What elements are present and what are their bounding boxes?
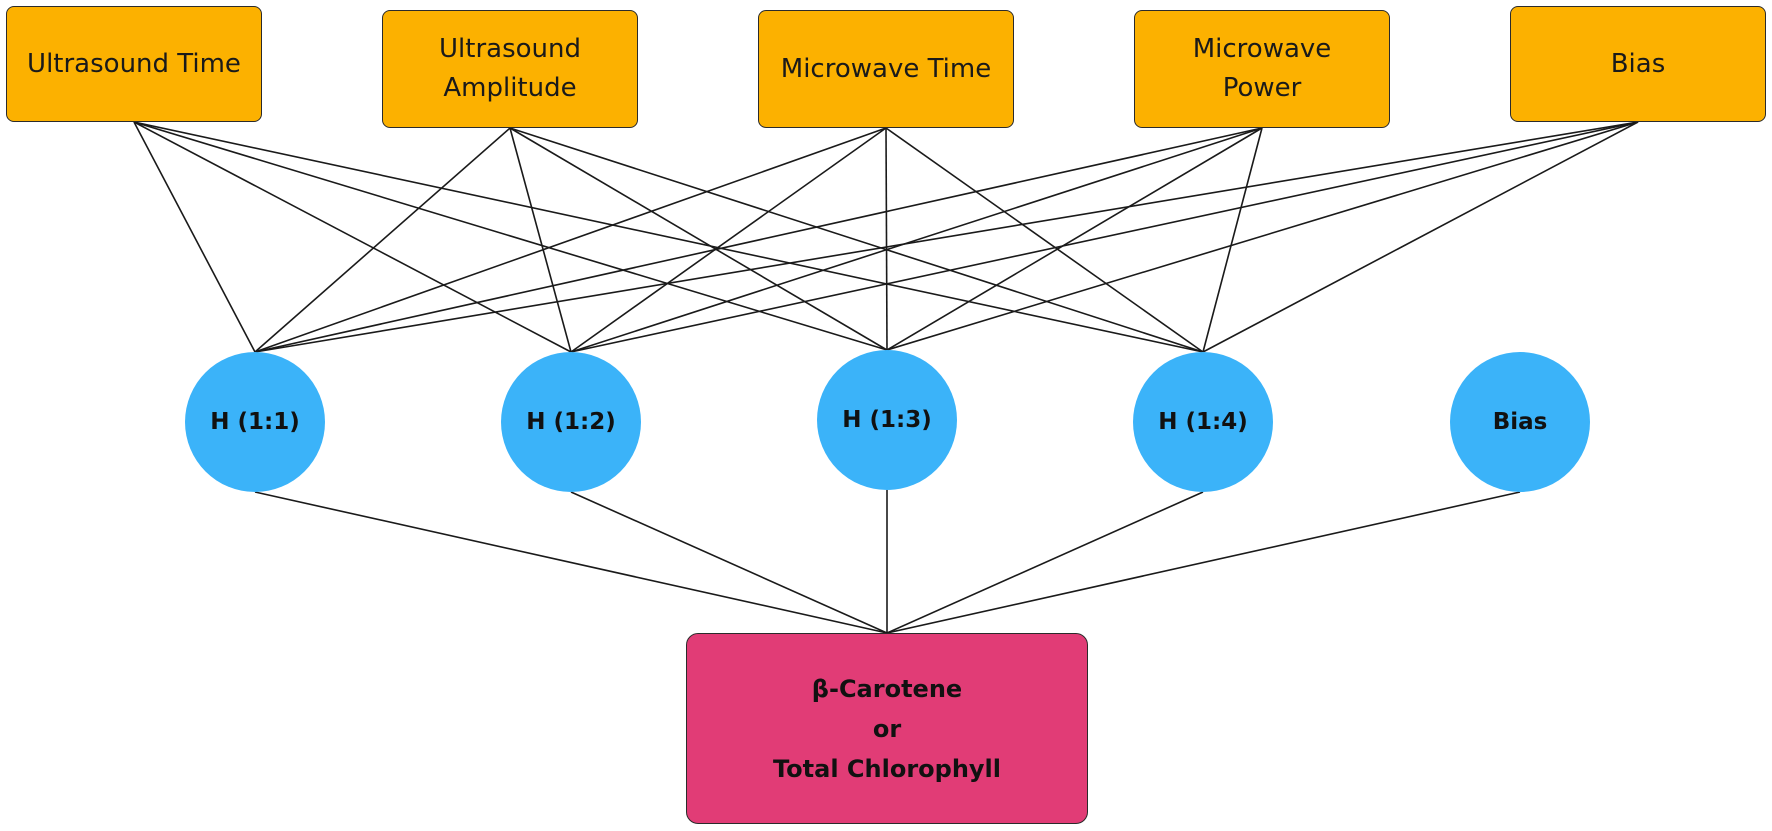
input-node-label: Ultrasound Time: [27, 48, 241, 79]
edge-input-3-to-hidden-1: [254, 127, 887, 353]
hidden-node-h11: H (1:1): [185, 352, 325, 492]
hidden-node-label: Bias: [1492, 409, 1548, 435]
edge-input-5-to-hidden-2: [570, 121, 1639, 353]
edge-input-1-to-hidden-1: [133, 121, 256, 353]
edge-input-4-to-hidden-2: [570, 127, 1263, 353]
input-node-label: Microwave Time: [780, 53, 992, 84]
edge-hidden-4-to-output: [886, 491, 1204, 634]
input-node-ultrasound-time: Ultrasound Time: [6, 6, 262, 122]
edge-input-2-to-hidden-4: [509, 127, 1204, 353]
input-node-label: Bias: [1610, 48, 1666, 79]
hidden-node-label: H (1:4): [1158, 409, 1248, 435]
edge-input-2-to-hidden-2: [509, 127, 572, 353]
edge-input-1-to-hidden-2: [133, 121, 572, 353]
edge-input-3-to-hidden-4: [885, 127, 1204, 353]
edge-input-4-to-hidden-1: [254, 127, 1263, 353]
input-node-label: Microwave Power: [1192, 34, 1332, 103]
hidden-node-label: H (1:1): [210, 409, 300, 435]
edge-input-5-to-hidden-4: [1202, 121, 1639, 353]
edge-input-5-to-hidden-1: [254, 121, 1639, 353]
edge-input-4-to-hidden-4: [1202, 127, 1263, 353]
hidden-node-h12: H (1:2): [501, 352, 641, 492]
edge-input-1-to-hidden-4: [133, 121, 1204, 353]
edge-hidden-2-to-output: [570, 491, 888, 634]
edge-input-2-to-hidden-3: [509, 127, 888, 351]
hidden-node-label: H (1:2): [526, 409, 616, 435]
edge-input-3-to-hidden-2: [570, 127, 887, 353]
hidden-node-bias: Bias: [1450, 352, 1590, 492]
edge-input-1-to-hidden-3: [133, 121, 888, 351]
output-line-total-chlorophyll: Total Chlorophyll: [772, 754, 1002, 783]
input-node-label: Ultrasound Amplitude: [439, 34, 581, 103]
output-node: β-Carotene or Total Chlorophyll: [686, 633, 1088, 824]
output-line-or: or: [872, 714, 902, 743]
hidden-node-h13: H (1:3): [817, 350, 957, 490]
input-node-microwave-time: Microwave Time: [758, 10, 1014, 128]
edge-hidden-1-to-output: [254, 491, 888, 634]
input-node-bias: Bias: [1510, 6, 1766, 122]
input-node-microwave-power: Microwave Power: [1134, 10, 1390, 128]
edge-input-2-to-hidden-1: [254, 127, 511, 353]
hidden-node-h14: H (1:4): [1133, 352, 1273, 492]
output-line-beta-carotene: β-Carotene: [811, 674, 963, 703]
input-node-ultrasound-amplitude: Ultrasound Amplitude: [382, 10, 638, 128]
hidden-node-label: H (1:3): [842, 407, 932, 433]
edge-hidden-5-to-output: [886, 491, 1521, 634]
edge-input-5-to-hidden-3: [886, 121, 1639, 351]
edge-input-4-to-hidden-3: [886, 127, 1263, 351]
edge-input-3-to-hidden-3: [885, 127, 888, 351]
